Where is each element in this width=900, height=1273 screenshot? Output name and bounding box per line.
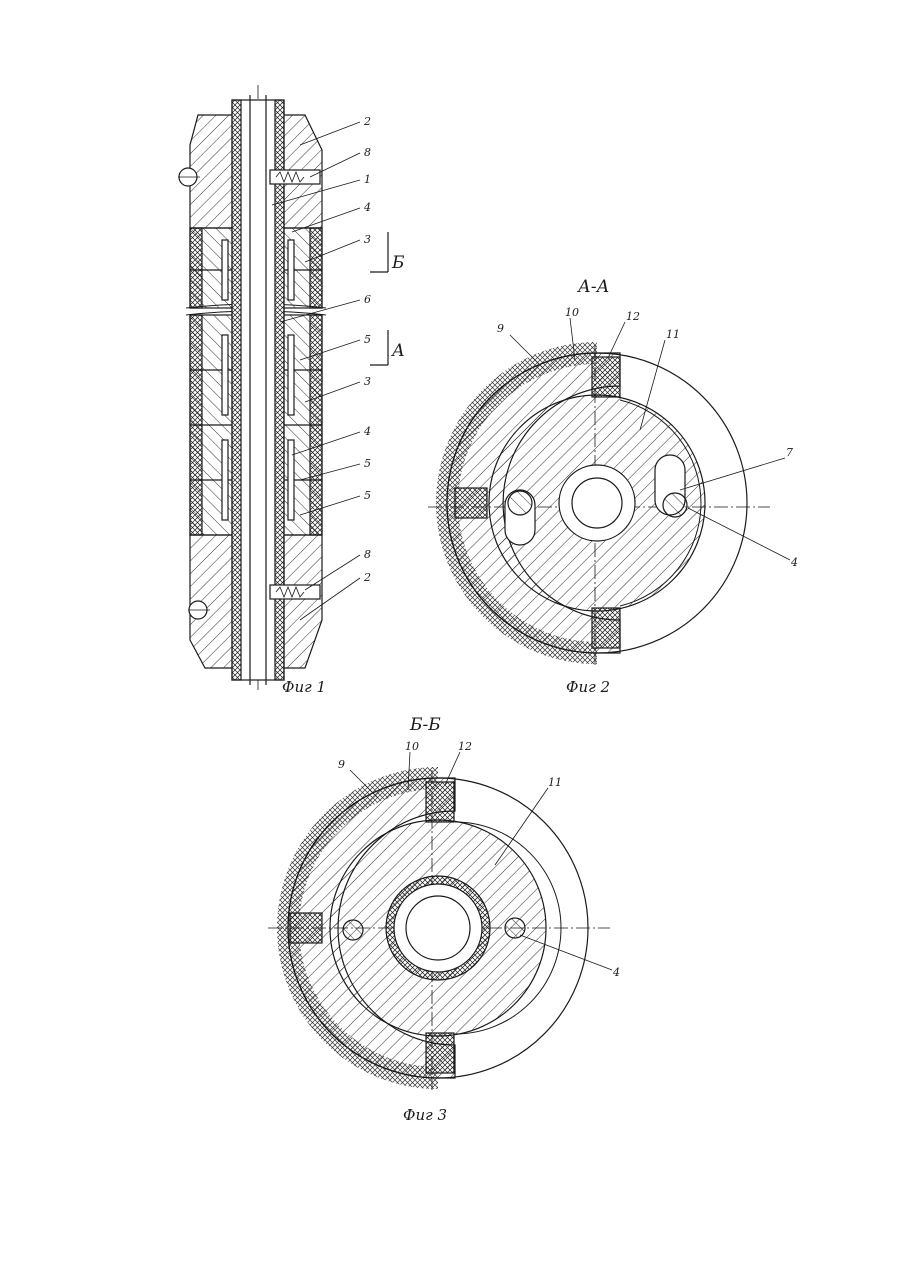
figure-3-section-b-b: [268, 752, 612, 1090]
figure-1-caption: Фиг 1: [282, 678, 326, 696]
figure-2-section-a-a: [428, 318, 790, 665]
section-mark-a: А: [391, 341, 405, 361]
label-fig3-part-10: 10: [405, 740, 419, 753]
label-fig2-part-12: 12: [626, 310, 640, 323]
label-part-8-lower: 8: [364, 548, 371, 561]
label-fig3-part-12: 12: [458, 740, 472, 753]
label-fig3-part-4: 4: [612, 966, 620, 979]
figure-3-title: Б-Б: [409, 715, 441, 735]
label-part-6: 6: [364, 293, 371, 306]
section-mark-b: Б: [391, 253, 405, 273]
label-fig2-part-9: 9: [497, 322, 504, 335]
label-fig3-part-9: 9: [338, 758, 345, 771]
label-part-1: 1: [364, 173, 371, 186]
figure-1-longitudinal-section: [178, 85, 388, 690]
label-fig2-part-4: 4: [790, 556, 798, 569]
figure-3-caption: Фиг 3: [403, 1106, 447, 1124]
label-part-4-lower: 4: [363, 425, 371, 438]
label-part-5-lower: 5: [364, 489, 371, 502]
figure-2-title: А-А: [577, 277, 610, 297]
label-fig2-part-7: 7: [786, 446, 793, 459]
label-part-4-upper: 4: [363, 201, 371, 214]
label-part-3-upper: 3: [364, 233, 371, 246]
label-fig2-part-10: 10: [565, 306, 579, 319]
label-part-3-lower: 3: [364, 375, 371, 388]
label-part-2-lower: 2: [363, 571, 371, 584]
label-part-2-upper: 2: [363, 115, 371, 128]
label-part-5-upper: 5: [364, 333, 371, 346]
label-part-8-upper: 8: [364, 146, 371, 159]
figure-2-caption: Фиг 2: [566, 678, 610, 696]
label-part-5-middle: 5: [364, 457, 371, 470]
label-fig2-part-11: 11: [666, 328, 680, 341]
label-fig3-part-11: 11: [548, 776, 562, 789]
